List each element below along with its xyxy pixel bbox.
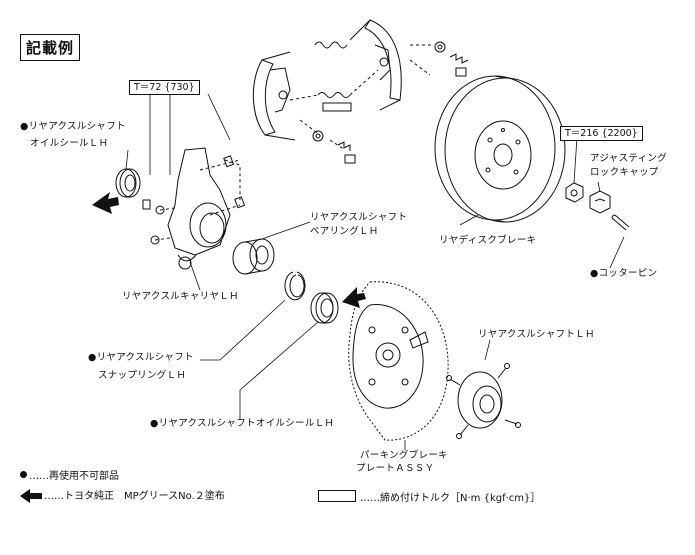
legend-torque: ……締め付けトルク［N·m {kgf·cm}］	[318, 490, 540, 505]
label-oil-seal-upper-2: オイルシールＬＨ	[30, 138, 109, 149]
brake-shoe-left	[252, 51, 296, 141]
label-snap-ring-1: ●リヤアクスルシャフト	[88, 352, 194, 363]
brake-shoe-right	[349, 19, 402, 111]
adjuster-spring	[317, 92, 351, 98]
label-parking-plate-2: プレートＡＳＳＹ	[356, 463, 435, 474]
legend-torque-text: ……締め付けトルク［N·m {kgf·cm}］	[360, 493, 541, 504]
adjusting-lock-cap	[589, 181, 611, 214]
label-oil-seal-upper-1: ●リヤアクスルシャフト	[20, 121, 126, 132]
torque-box-knuckle: T＝72 {730}	[129, 80, 200, 95]
label-adjusting-cap-1: アジャスティング	[590, 153, 667, 164]
legend-non-reusable-text: ……再使用不可部品	[29, 471, 119, 482]
page-title: 記載例	[20, 34, 81, 61]
label-carrier: リヤアクスルキャリヤＬＨ	[122, 291, 239, 302]
label-oil-seal-lower: ●リヤアクスルシャフトオイルシールＬＨ	[150, 418, 335, 429]
adjuster-strut	[322, 102, 352, 112]
knuckle-bolts	[142, 155, 246, 210]
label-adjusting-cap-2: ロックキャップ	[590, 167, 659, 178]
label-bearing-2: ベアリングＬＨ	[310, 226, 379, 237]
label-cotter-pin: ●コッターピン	[590, 268, 658, 279]
grease-legend-arrow	[20, 489, 42, 503]
legend-non-reusable: ……再使用不可部品	[20, 470, 119, 483]
brake-disc	[434, 75, 566, 223]
label-snap-ring-2: スナップリングＬＨ	[98, 370, 187, 381]
torque-box-nut: T＝216 {2200}	[560, 126, 643, 141]
label-parking-plate-1: パーキングブレーキ	[360, 450, 448, 461]
oil-seal-upper	[115, 168, 141, 198]
torque-box-icon	[318, 490, 356, 502]
label-bearing-1: リヤアクスルシャフト	[310, 212, 408, 223]
hold-down-parts	[312, 41, 469, 164]
axle-shaft-hub	[446, 339, 521, 439]
label-disc-brake: リヤディスクブレーキ	[439, 235, 537, 246]
axle-nut	[565, 136, 584, 203]
return-spring	[314, 41, 348, 49]
legend-grease-text: ……トヨタ純正 MPグリースNo.２塗布	[44, 491, 225, 502]
label-axle-shaft: リヤアクスルシャフトＬＨ	[478, 329, 595, 340]
grease-arrow-lower	[342, 287, 366, 308]
axle-bearing	[232, 238, 275, 275]
snap-ring	[284, 271, 306, 301]
bullet-icon	[20, 471, 27, 478]
cotter-pin-shape	[609, 214, 630, 269]
oil-seal-lower	[310, 292, 339, 324]
grease-arrow-upper	[92, 192, 119, 214]
axle-carrier	[150, 147, 231, 270]
legend-grease: ……トヨタ純正 MPグリースNo.２塗布	[44, 490, 225, 503]
parking-brake-plate	[348, 281, 449, 450]
